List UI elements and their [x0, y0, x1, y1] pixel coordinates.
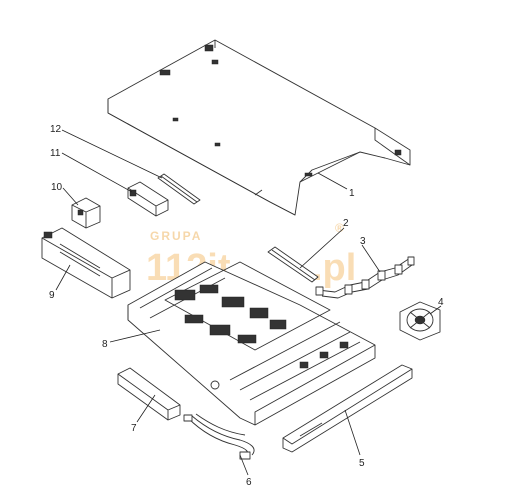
callout-2: 2 — [343, 218, 349, 229]
part-power-supply — [41, 227, 131, 299]
callout-6: 6 — [246, 477, 252, 488]
callout-1: 1 — [349, 188, 355, 199]
part-cable-assembly — [315, 256, 415, 299]
callout-9: 9 — [49, 290, 55, 301]
part-fan — [399, 301, 441, 341]
callout-3: 3 — [360, 236, 366, 247]
callout-11: 11 — [50, 148, 61, 159]
part-latch — [127, 181, 169, 217]
part-front-bezel — [282, 364, 413, 453]
watermark-brand-suffix: .pl — [312, 247, 356, 289]
part-side-bracket — [117, 367, 181, 421]
callout-12: 12 — [50, 124, 62, 135]
callout-4: 4 — [438, 297, 444, 308]
watermark-registered: ® — [335, 221, 344, 235]
chassis-drive-bays — [229, 321, 361, 401]
part-chassis — [127, 261, 376, 426]
watermark-brand-top: GRUPA — [150, 229, 202, 243]
callout-5: 5 — [359, 458, 365, 469]
part-riser-bar — [267, 246, 319, 283]
callout-10: 10 — [51, 182, 63, 193]
part-rail — [157, 173, 201, 205]
part-ribbon-cable — [183, 413, 255, 460]
leader-lines — [55, 129, 442, 476]
part-small-bracket — [71, 197, 101, 229]
callouts: 1 2 3 4 5 6 7 8 9 10 11 12 — [49, 124, 444, 488]
callout-7: 7 — [131, 423, 137, 434]
part-top-cover — [107, 39, 411, 216]
callout-8: 8 — [102, 339, 108, 350]
chassis-board — [164, 261, 331, 351]
